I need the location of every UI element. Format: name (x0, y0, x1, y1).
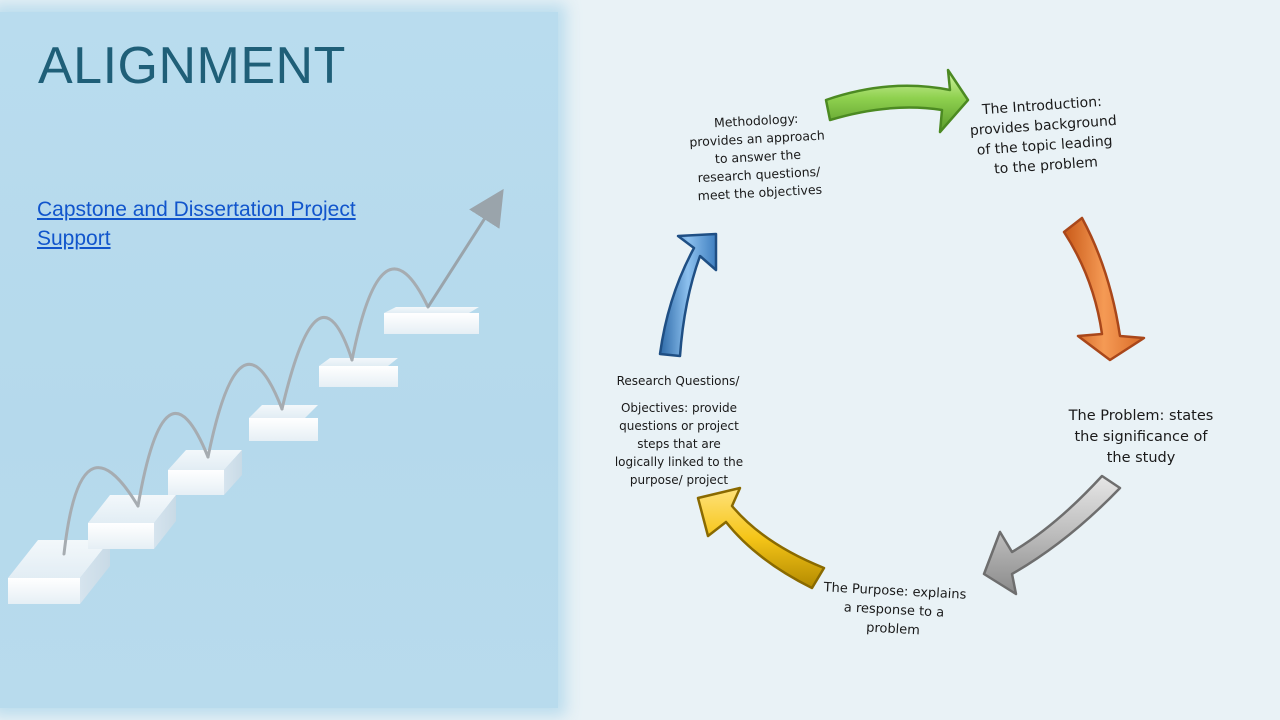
capstone-support-link[interactable]: Capstone and Dissertation Project Suppor… (37, 198, 356, 250)
problem-label: The Problem: states the significance of … (1068, 408, 1214, 466)
cycle-arrow-icon (824, 68, 970, 134)
stair-step (249, 405, 318, 441)
introduction-label: The Introduction: provides background of… (969, 93, 1118, 178)
bounce-path (62, 267, 430, 556)
stair-step (168, 450, 242, 495)
alignment-cycle-diagram (658, 68, 1146, 596)
slide-title: ALIGNMENT (38, 37, 346, 95)
cycle-arrow-icon (696, 486, 826, 590)
stair-step (88, 495, 176, 549)
trend-arrow-icon (426, 188, 504, 308)
staircase-growth-illustration (8, 188, 504, 604)
research-questions-label: Objectives: provide questions or project… (614, 401, 744, 487)
left-panel (0, 12, 558, 708)
research-questions-heading: Research Questions/ (616, 374, 740, 388)
cycle-arrow-icon (1062, 216, 1146, 362)
stair-step (8, 540, 110, 604)
stair-step (319, 358, 398, 387)
methodology-label: Methodology: provides an approach to ans… (688, 110, 826, 204)
cycle-arrow-icon (658, 232, 718, 358)
cycle-arrow-icon (982, 474, 1122, 596)
purpose-label: The Purpose: explains a response to a pr… (823, 580, 967, 639)
stair-step (384, 307, 479, 334)
